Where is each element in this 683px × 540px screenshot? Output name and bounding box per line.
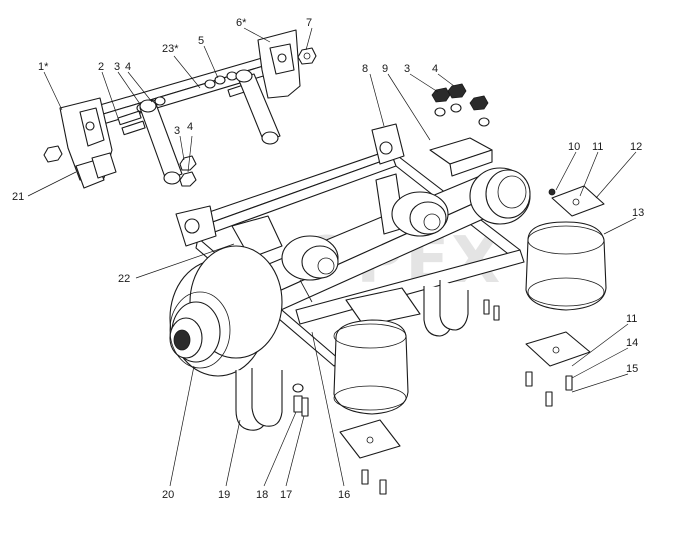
- callout-3-lower: 3: [174, 125, 180, 137]
- callout-8: 8: [362, 63, 368, 75]
- hardware-right: [361, 83, 573, 495]
- callout-23: 23*: [162, 43, 179, 55]
- nut-7: [297, 47, 317, 65]
- callout-12: 12: [630, 141, 642, 153]
- callout-21: 21: [12, 191, 24, 203]
- callout-11-lower: 11: [626, 313, 637, 325]
- callout-20: 20: [162, 489, 174, 501]
- callout-4: 4: [125, 61, 131, 73]
- callout-11: 11: [592, 141, 603, 153]
- mount-plate-lower-right: [525, 331, 591, 367]
- callout-labels: 1* 2 3 4 23* 5 6* 7 8 9 3 4 3 4 10 11 12…: [12, 17, 644, 501]
- callout-4-lower: 4: [187, 121, 193, 133]
- callout-3: 3: [114, 61, 120, 73]
- air-spring-13: [525, 221, 607, 311]
- brake-drum-hub: [169, 245, 283, 377]
- brake-chamber-right: [375, 173, 449, 237]
- bracket-9: [429, 137, 493, 177]
- air-spring-left: [333, 287, 421, 415]
- callout-3-right: 3: [404, 63, 410, 75]
- leader-lines: [27, 27, 637, 487]
- callout-7: 7: [306, 17, 312, 29]
- callout-14: 14: [626, 337, 638, 349]
- callout-2: 2: [98, 61, 104, 73]
- u-bolt-right: [423, 280, 469, 337]
- callout-19: 19: [218, 489, 230, 501]
- callout-1: 1*: [38, 61, 49, 73]
- u-bolt-19: [235, 368, 283, 431]
- callout-22: 22: [118, 273, 130, 285]
- plate-21: [75, 152, 117, 189]
- callout-13: 13: [632, 207, 644, 219]
- callout-4-right: 4: [432, 63, 438, 75]
- callout-10: 10: [568, 141, 580, 153]
- callout-16: 16: [338, 489, 350, 501]
- mount-plate-12: [551, 185, 605, 217]
- mount-plate-16: [339, 419, 401, 459]
- shock-absorber-left: [139, 99, 183, 185]
- callout-15: 15: [626, 363, 638, 375]
- callout-9: 9: [382, 63, 388, 75]
- shock-absorber-right: [235, 69, 281, 145]
- callout-5: 5: [198, 35, 204, 47]
- callout-17: 17: [280, 489, 292, 501]
- callout-18: 18: [256, 489, 268, 501]
- stud-nuts-17-18: [292, 383, 309, 417]
- callout-6: 6*: [236, 17, 247, 29]
